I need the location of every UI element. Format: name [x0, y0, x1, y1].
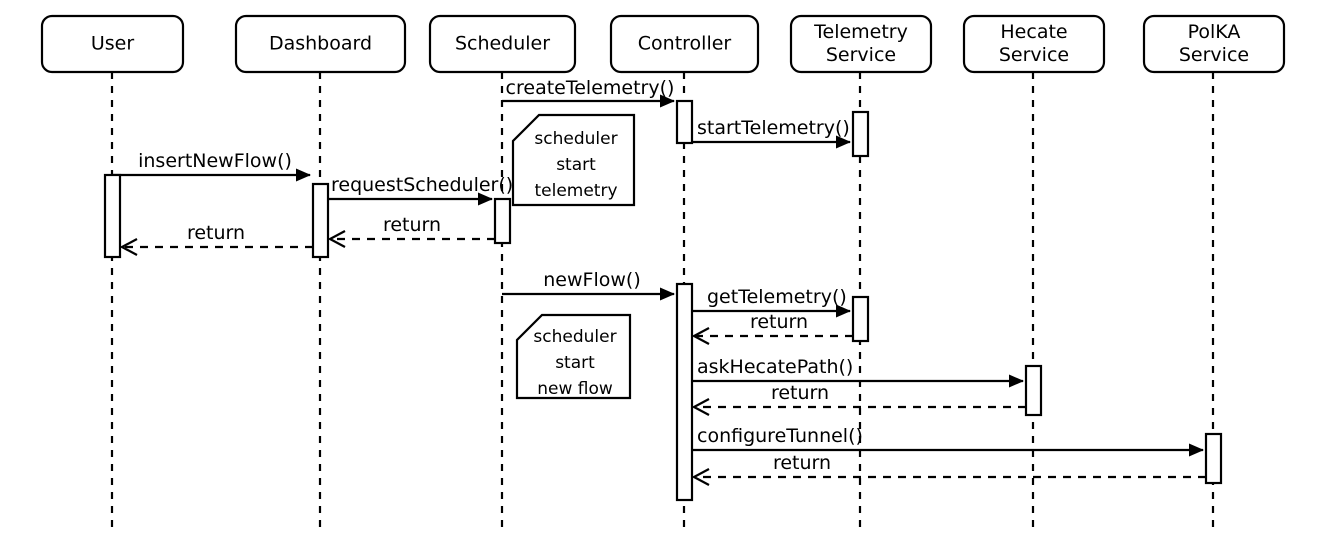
activation-bar-act-controller-1 — [675, 99, 694, 145]
message-label-msg-return-polka-controller: return — [773, 452, 831, 474]
participant-label-user: User — [91, 33, 134, 55]
note-text-line: new flow — [537, 379, 613, 399]
note-text-line: scheduler — [534, 129, 617, 149]
participant-dashboard[interactable]: Dashboard — [234, 14, 407, 74]
participant-label-telemetry: Telemetry — [813, 21, 908, 43]
lifelines-layer — [110, 72, 1215, 528]
message-label-msg-create-telemetry: createTelemetry() — [506, 77, 675, 99]
notes-layer: scheduler start telemetry scheduler start new… — [511, 113, 636, 400]
message-label-msg-request-scheduler: requestScheduler() — [331, 174, 513, 196]
activation-bar-act-user-1 — [103, 173, 122, 259]
arrowhead-msg-configure-tunnel — [1189, 443, 1204, 457]
arrowhead-msg-return-hecate-controller — [691, 398, 710, 416]
participant-label-hecate: Hecate — [1000, 21, 1067, 43]
message-label-msg-ask-hecate-path: askHecatePath() — [697, 356, 853, 378]
participant-label-telemetry: Service — [826, 44, 896, 66]
messages-layer — [112, 94, 1206, 486]
arrowhead-msg-return-scheduler-dashboard — [327, 230, 346, 248]
activations-layer — [103, 99, 1223, 502]
participant-box-user — [40, 14, 185, 74]
arrowhead-msg-request-scheduler — [478, 192, 493, 206]
activation-bar-act-polka-1 — [1204, 432, 1223, 485]
participant-label-polka: PolKA — [1188, 21, 1241, 43]
message-label-msg-new-flow: newFlow() — [543, 269, 640, 291]
arrowhead-msg-create-telemetry — [660, 94, 675, 108]
note-text-line: start — [555, 353, 595, 373]
participant-box-scheduler — [428, 14, 577, 74]
participant-user[interactable]: User — [40, 14, 185, 74]
arrowhead-msg-get-telemetry — [836, 304, 851, 318]
message-label-msg-configure-tunnel: configureTunnel() — [697, 425, 863, 447]
message-label-msg-return-telemetry-controller: return — [750, 311, 808, 333]
note-text-line: telemetry — [534, 181, 617, 201]
participant-box-dashboard — [234, 14, 407, 74]
arrowhead-msg-return-dashboard-user — [119, 238, 138, 256]
note-text-line: start — [556, 155, 596, 175]
participant-label-controller: Controller — [638, 33, 732, 55]
activation-bar-act-telemetry-1 — [851, 110, 870, 158]
activation-bar-act-scheduler-1 — [493, 197, 512, 245]
participant-label-polka: Service — [1179, 44, 1249, 66]
activation-bar-act-controller-2 — [675, 282, 694, 502]
participant-box-telemetry — [789, 14, 933, 74]
arrowhead-msg-return-telemetry-controller — [691, 327, 710, 345]
note-note-scheduler-start-new-flow: scheduler start new flow — [515, 313, 632, 400]
arrowhead-msg-start-telemetry — [836, 135, 851, 149]
participant-label-dashboard: Dashboard — [269, 33, 372, 55]
participant-box-hecate — [962, 14, 1106, 74]
message-label-msg-start-telemetry: startTelemetry() — [697, 117, 850, 139]
message-label-msg-return-scheduler-dashboard: return — [383, 214, 441, 236]
note-shape-note-scheduler-start-new-flow — [515, 313, 632, 400]
note-text-line: scheduler — [533, 327, 616, 347]
message-labels-layer: createTelemetry() startTelemetry() insertN… — [138, 77, 863, 474]
message-label-msg-get-telemetry: getTelemetry() — [707, 286, 847, 308]
activation-bar-act-telemetry-2 — [851, 295, 870, 343]
arrowhead-msg-insert-new-flow — [296, 168, 311, 182]
message-label-msg-return-hecate-controller: return — [771, 382, 829, 404]
participant-controller[interactable]: Controller — [609, 14, 760, 74]
participant-label-scheduler: Scheduler — [455, 33, 550, 55]
participant-box-polka — [1142, 14, 1286, 74]
arrowhead-msg-new-flow — [660, 287, 675, 301]
participant-label-hecate: Service — [999, 44, 1069, 66]
note-note-scheduler-start-telemetry: scheduler start telemetry — [511, 113, 636, 207]
participant-box-controller — [609, 14, 760, 74]
message-label-msg-return-dashboard-user: return — [187, 222, 245, 244]
arrowhead-msg-return-polka-controller — [691, 468, 710, 486]
activation-bar-act-dashboard-1 — [311, 182, 330, 259]
arrowhead-msg-ask-hecate-path — [1009, 374, 1024, 388]
participant-scheduler[interactable]: Scheduler — [428, 14, 577, 74]
activation-bar-act-hecate-1 — [1024, 364, 1043, 417]
note-shape-note-scheduler-start-telemetry — [511, 113, 636, 207]
participants-layer: User Dashboard Scheduler Controller Telemetr… — [40, 14, 1286, 74]
message-label-msg-insert-new-flow: insertNewFlow() — [138, 150, 292, 172]
